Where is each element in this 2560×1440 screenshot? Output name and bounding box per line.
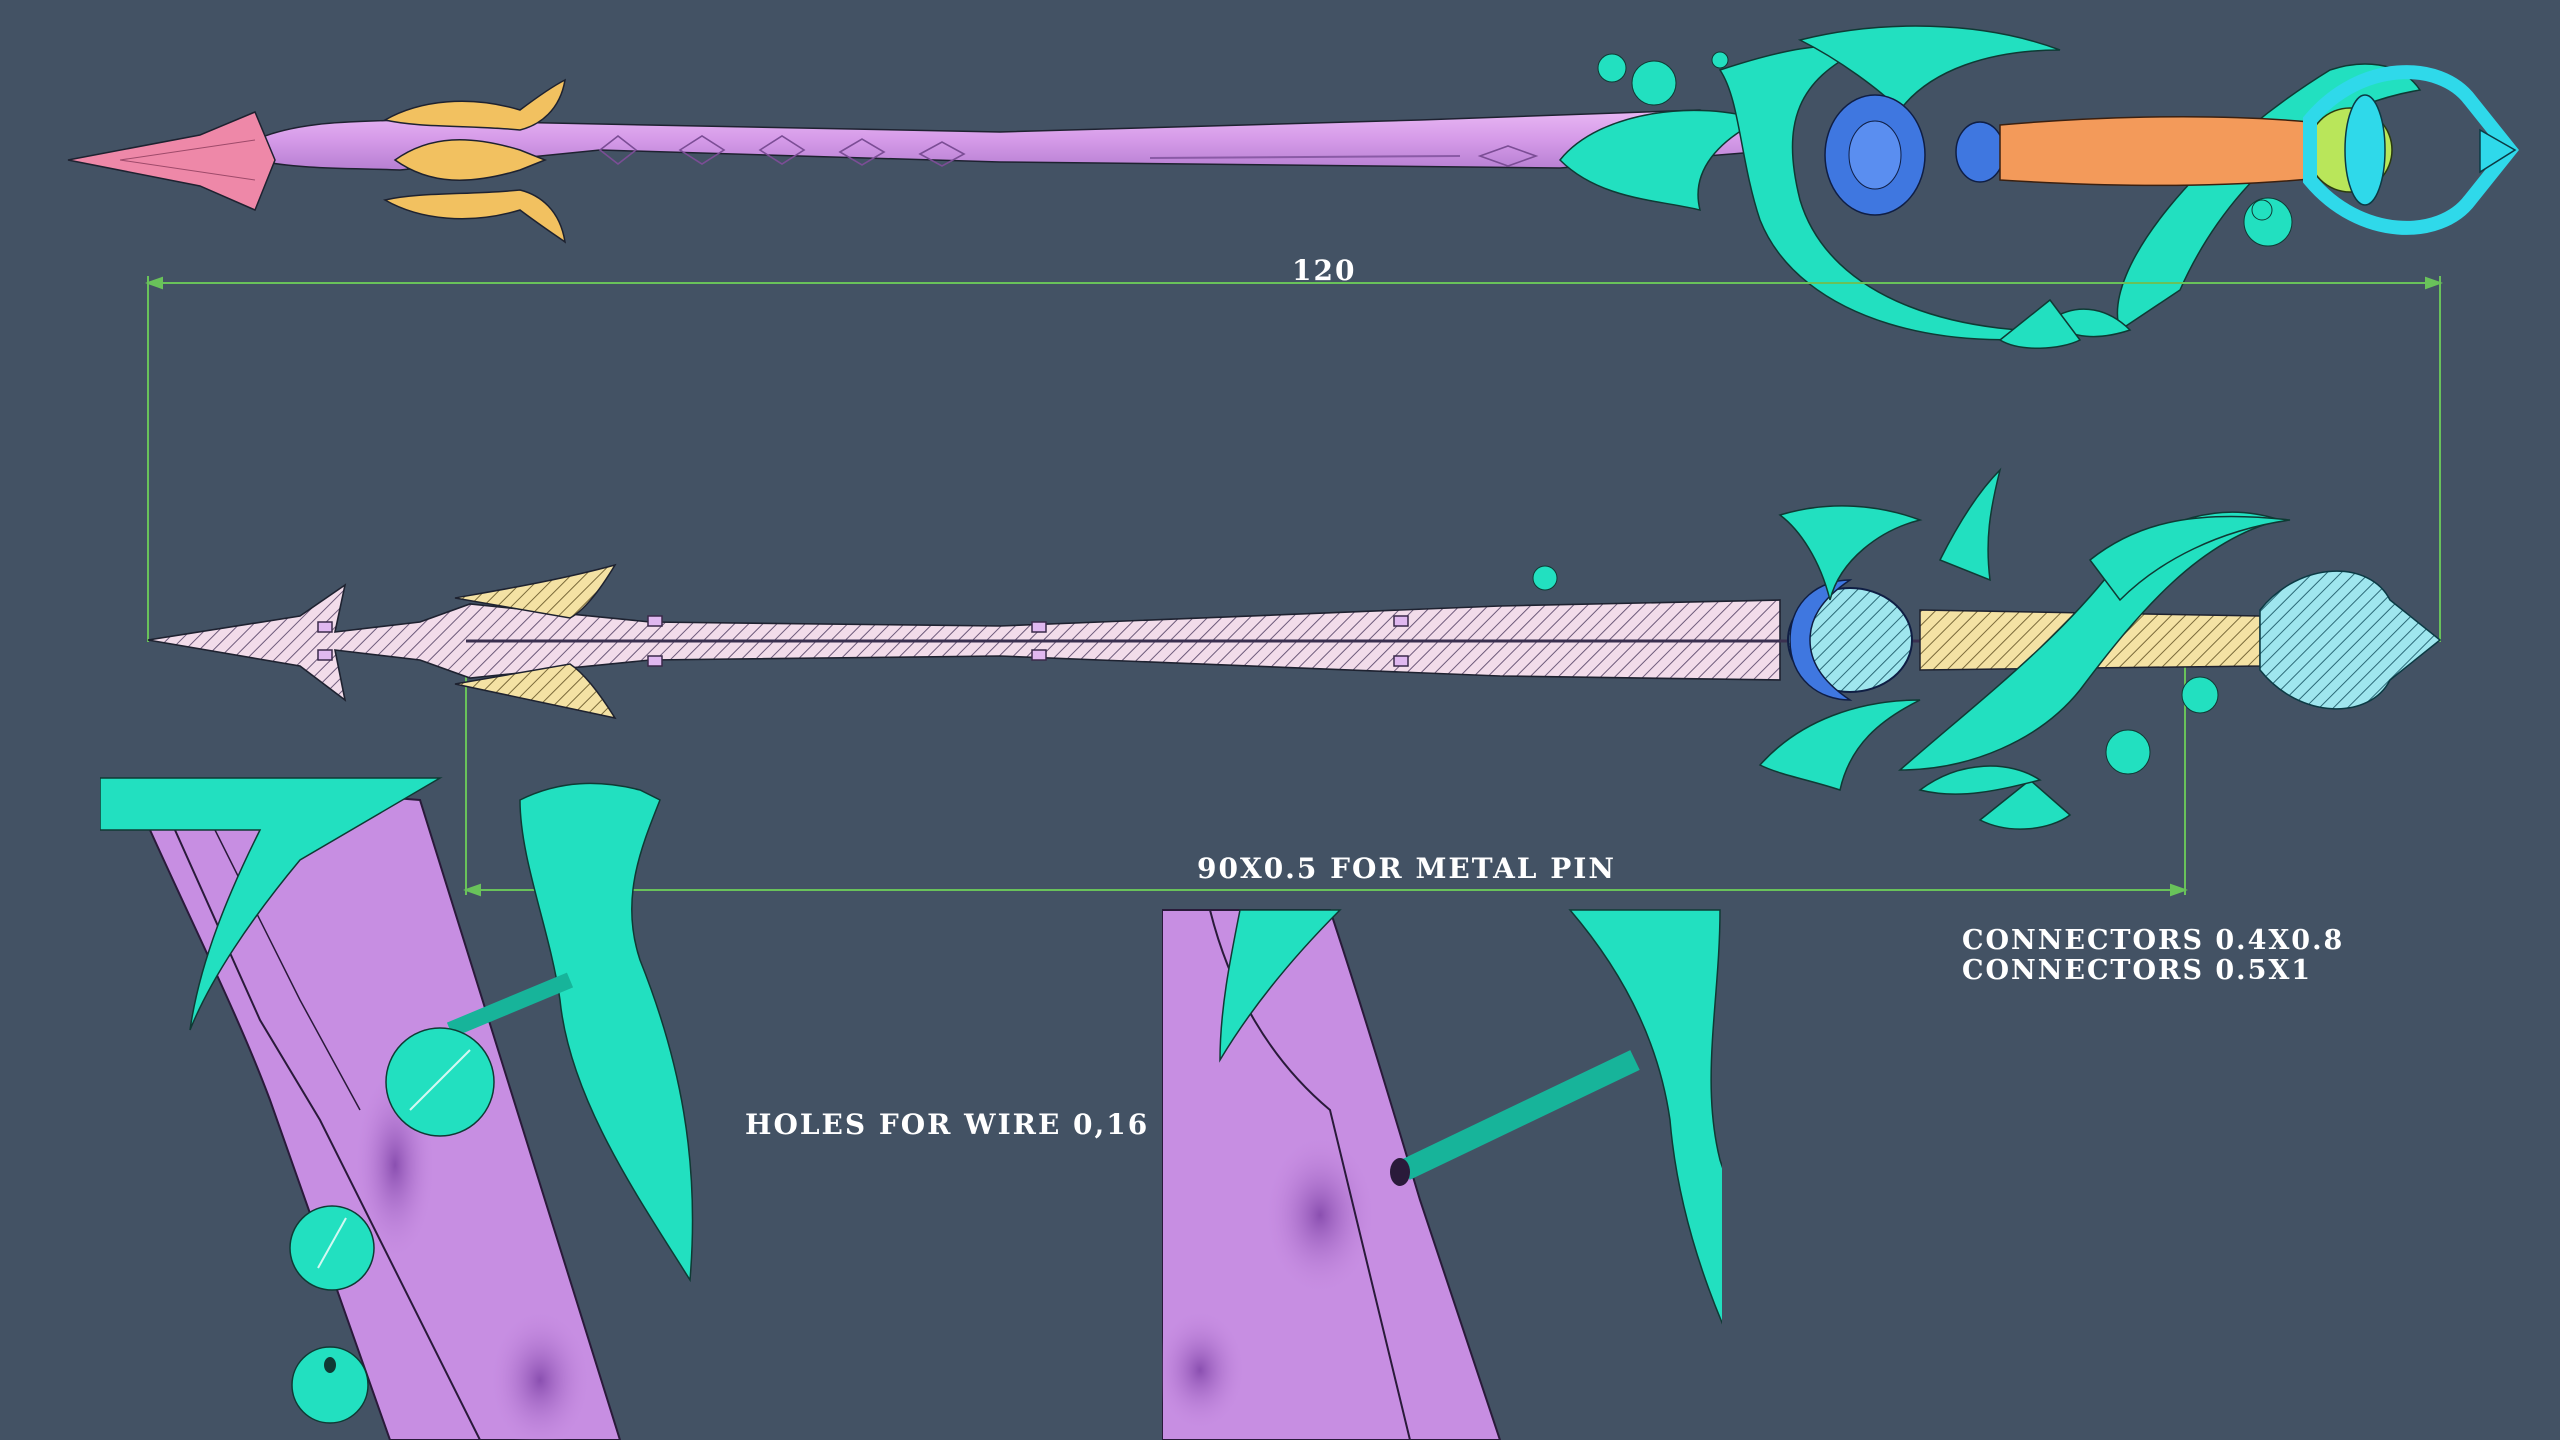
teal-ribbons xyxy=(1558,25,2422,349)
detail-bubble-small xyxy=(291,1346,369,1424)
orange-grip xyxy=(1999,115,2321,187)
detail-wire-holes xyxy=(100,777,694,1440)
detail-teal-top xyxy=(100,777,443,1031)
staff-section-view xyxy=(147,467,2442,830)
connectors-note-line-1: CONNECTORS 0.4X0.8 xyxy=(1962,925,2345,956)
staff-3d-view xyxy=(67,25,2519,349)
section-pommel xyxy=(2259,570,2442,710)
metal-pin-label: 90X0.5 FOR METAL PIN xyxy=(1197,852,1616,885)
staff-tip xyxy=(67,111,276,211)
overall-dimension xyxy=(145,276,2443,642)
connectors-note: CONNECTORS 0.4X0.8 CONNECTORS 0.5X1 xyxy=(1962,926,2344,986)
detail2-teal-leaf xyxy=(1568,909,1722,1325)
gold-collar xyxy=(382,78,567,244)
pin-dimension xyxy=(463,640,2188,897)
blue-orb-guard xyxy=(1824,94,2005,216)
section-guard xyxy=(1787,579,1913,701)
section-ribbons xyxy=(1758,467,2291,830)
section-gold-fins xyxy=(454,563,617,720)
pommel xyxy=(2303,65,2519,235)
detail-wire-rod xyxy=(446,972,574,1038)
detail-connectors xyxy=(1162,909,1722,1440)
detail2-connector-rod xyxy=(1400,1050,1640,1180)
connectors-note-line-2: CONNECTORS 0.5X1 xyxy=(1962,955,2313,986)
detail-bubble-large xyxy=(385,1027,495,1137)
shaft-engraving xyxy=(598,134,1539,167)
overall-length-label: 120 xyxy=(1292,254,1357,287)
detail2-teal-top xyxy=(1219,909,1342,1063)
detail2-hole xyxy=(1390,1158,1410,1186)
pin-connectors xyxy=(317,615,1409,667)
detail-bubble-medium xyxy=(289,1205,375,1291)
section-bubbles xyxy=(1532,565,2219,775)
wire-holes-note: HOLES FOR WIRE 0,16 xyxy=(745,1108,1150,1141)
floating-bubbles xyxy=(1597,51,2293,247)
